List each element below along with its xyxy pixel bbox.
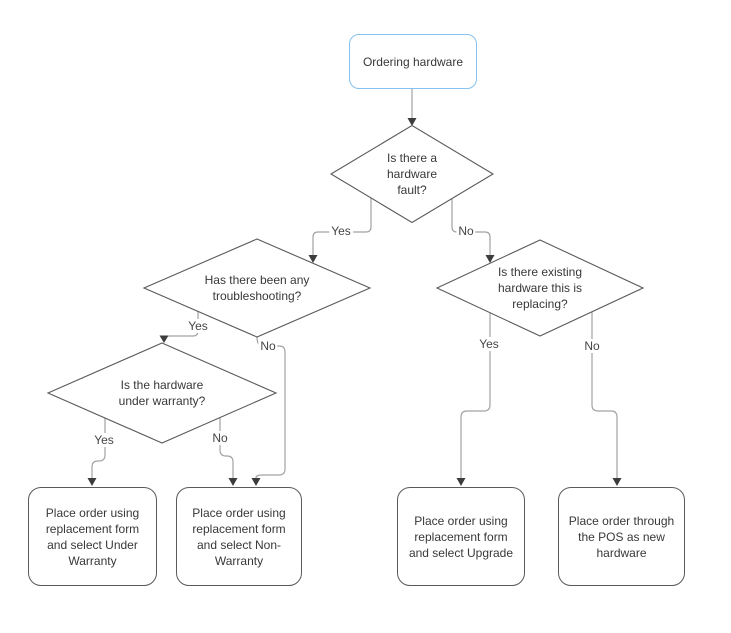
arrowhead-fault-no [485, 255, 495, 263]
new-hardware-terminal-label: Place order through the POS as new hardw… [568, 513, 675, 560]
under-warranty-terminal: Place order using replacement form and s… [28, 487, 157, 586]
arrowhead-existing-yes [456, 478, 466, 486]
arrowhead-warranty-yes [87, 478, 97, 486]
edge-label-existing-no: No [582, 339, 602, 353]
edge-label-existing-yes: Yes [477, 337, 501, 351]
edge-label-troubleshooting-no: No [258, 339, 278, 353]
under-warranty-terminal-label: Place order using replacement form and s… [45, 505, 140, 568]
existing-hardware-decision-label: Is there existing hardware this is repla… [497, 265, 583, 311]
warranty-decision-label: Is the hardware under warranty? [118, 378, 206, 408]
edge-warranty-no [219, 418, 234, 478]
edge-label-fault-no: No [456, 224, 476, 238]
new-hardware-terminal: Place order through the POS as new hardw… [558, 487, 685, 586]
arrowhead-troubleshooting-no [251, 478, 261, 486]
edge-troubleshooting-no [255, 336, 286, 479]
start-node: Ordering hardware [349, 34, 477, 89]
edge-existing-yes [460, 313, 491, 478]
arrowhead-fault-yes [308, 255, 318, 263]
non-warranty-terminal: Place order using replacement form and s… [176, 487, 302, 586]
warranty-decision-shape [46, 342, 278, 444]
troubleshooting-decision-shape [142, 238, 372, 338]
edge-label-troubleshooting-yes: Yes [186, 319, 210, 333]
arrowhead-warranty-no [228, 478, 238, 486]
arrowhead-troubleshooting-yes [159, 335, 169, 343]
fault-decision-shape [329, 124, 495, 224]
upgrade-terminal: Place order using replacement form and s… [397, 487, 525, 586]
non-warranty-terminal-label: Place order using replacement form and s… [192, 505, 286, 568]
upgrade-terminal-label: Place order using replacement form and s… [408, 513, 514, 560]
fault-decision-label: Is there a hardware fault? [386, 151, 438, 197]
start-node-label: Ordering hardware [362, 54, 464, 69]
edge-existing-no [591, 312, 618, 478]
arrowhead-start-to-fault [407, 118, 417, 126]
edge-label-fault-yes: Yes [329, 224, 353, 238]
troubleshooting-decision-label: Has there been any troubleshooting? [204, 273, 310, 303]
edge-warranty-yes [91, 418, 106, 478]
edge-label-warranty-no: No [210, 431, 230, 445]
arrowhead-existing-no [612, 478, 622, 486]
existing-hardware-decision-shape [435, 239, 645, 337]
edge-label-warranty-yes: Yes [92, 433, 116, 447]
